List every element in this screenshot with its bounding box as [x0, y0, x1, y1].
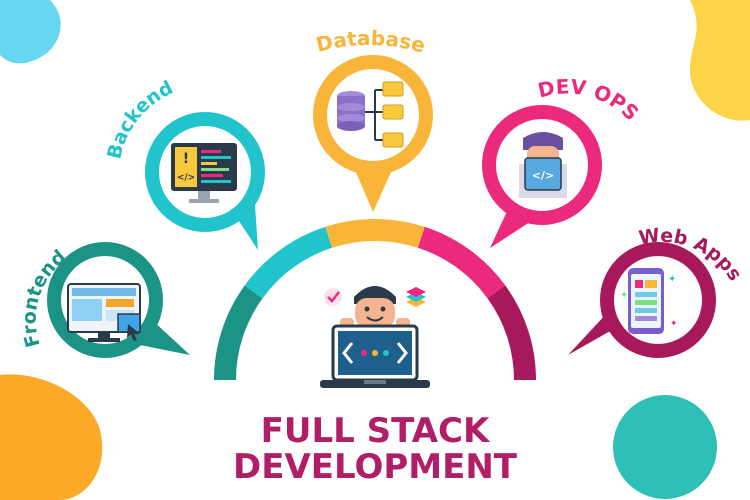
node-label-database-text: Database [314, 26, 428, 58]
svg-text:✦: ✦ [620, 290, 628, 301]
title-line-2: DEVELOPMENT [233, 447, 518, 487]
arc-segment-frontend [214, 285, 263, 381]
title-line-1: FULL STACK [261, 411, 491, 451]
database-tree-icon [337, 81, 404, 148]
blob-yellow-top-right [690, 0, 750, 121]
node-pin-ring-database [313, 55, 433, 175]
check-badge-icon [324, 288, 342, 306]
web-apps-phone-icon: ✦ ✦ ✦ [620, 268, 678, 334]
svg-text:</>: </> [532, 169, 554, 182]
node-label-database: Database [314, 26, 428, 58]
stack-layers-icon [406, 287, 426, 307]
devops-person-icon: </> [519, 132, 567, 198]
node-pin-tail-webapps [568, 312, 612, 355]
stack-arc [214, 219, 536, 381]
blob-cyan-top-left [0, 0, 61, 64]
blob-teal-bottom-right [613, 395, 717, 499]
developer-laptop-illustration [320, 286, 430, 388]
blob-orange-bottom-left [0, 374, 103, 500]
svg-text:</>: </> [177, 173, 195, 183]
arc-segment-database [325, 219, 425, 248]
node-pin-tail-database [355, 170, 392, 212]
node-pin-database [313, 55, 433, 212]
svg-text:!: ! [183, 151, 189, 167]
frontend-monitor-icon [67, 283, 141, 342]
arc-segment-backend [244, 226, 333, 299]
arc-segment-webapps [487, 285, 536, 381]
backend-code-monitor-icon: ! </> [171, 143, 237, 203]
svg-text:✦: ✦ [670, 319, 678, 329]
arc-segment-devops [417, 226, 506, 299]
svg-text:✦: ✦ [668, 274, 676, 285]
